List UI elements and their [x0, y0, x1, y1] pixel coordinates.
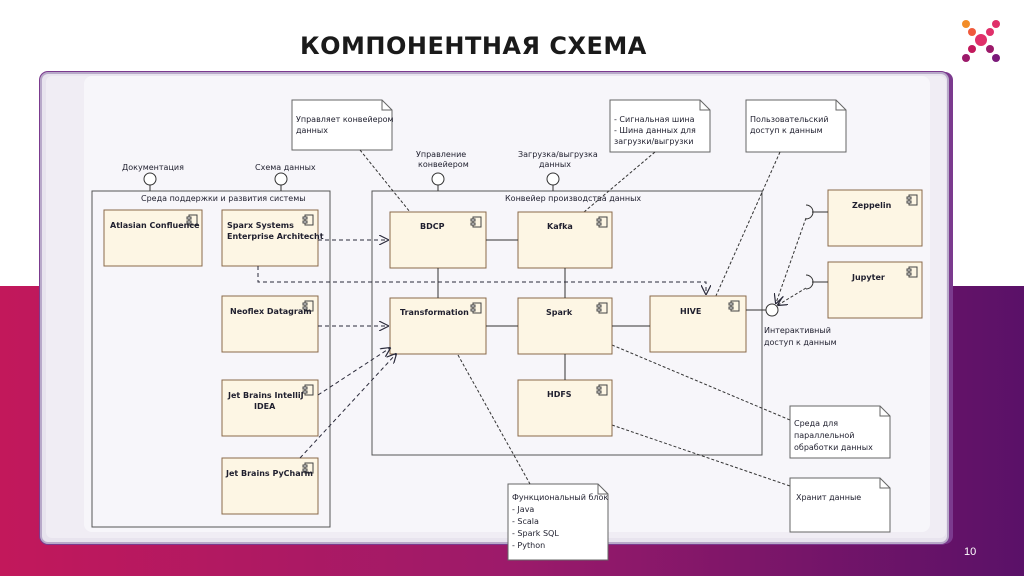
page-number: 10 — [964, 546, 977, 558]
component-zeppelin-label: Zeppelin — [852, 201, 892, 210]
interface-load-label-2: данных — [539, 160, 571, 169]
component-intellij: Jet Brains IntelliJ IDEA — [221, 379, 319, 437]
interface-interactive-label-2: доступ к данным — [764, 338, 837, 347]
note-parallel: Среда для параллельной обработки данных — [789, 405, 891, 459]
component-kafka: Kafka — [517, 211, 613, 269]
component-spark-label: Spark — [546, 308, 573, 317]
brand-logo-icon — [962, 20, 1000, 62]
package-support-label: Среда поддержки и развития системы — [141, 194, 306, 203]
note-bus: - Сигнальная шина - Шина данных для загр… — [609, 99, 711, 153]
note-stores: Хранит данные — [789, 477, 891, 533]
component-sparx-label-1: Sparx Systems — [227, 221, 294, 230]
component-hive: HIVE — [649, 295, 747, 353]
component-jupyter-label: Jupyter — [851, 273, 885, 282]
component-sparx: Sparx Systems Enterprise Architecht — [221, 209, 324, 267]
package-support: Среда поддержки и развития системы — [91, 190, 331, 528]
note-functional-text-1: Функциональный блок — [512, 493, 608, 502]
interface-docs-label: Документация — [122, 163, 184, 172]
component-transformation-label: Transformation — [400, 308, 469, 317]
note-functional: Функциональный блок - Java - Scala - Spa… — [507, 483, 609, 561]
interface-interactive-label-1: Интерактивный — [764, 326, 831, 335]
interface-schema: Схема данных — [255, 163, 316, 191]
component-kafka-label: Kafka — [547, 222, 573, 231]
note-user-access: Пользовательский доступ к данным — [745, 99, 847, 153]
package-pipeline-label: Конвейер производства данных — [505, 194, 641, 203]
note-connectors — [359, 149, 791, 487]
component-neoflex-label: Neoflex Datagram — [230, 307, 312, 316]
component-hdfs-label: HDFS — [547, 390, 572, 399]
note-functional-text-2: - Java — [512, 505, 534, 514]
interactive-dependencies — [776, 217, 807, 305]
component-confluence: Atlasian Confluence — [103, 209, 203, 267]
component-intellij-label-1: Jet Brains IntelliJ — [227, 391, 304, 400]
interface-pipeline-mgmt-label-2: конвейером — [418, 160, 469, 169]
component-neoflex: Neoflex Datagram — [221, 295, 319, 353]
note-bus-text-3: загрузки/выгрузки — [614, 137, 693, 146]
note-parallel-text-1: Среда для — [794, 419, 838, 428]
component-hdfs: HDFS — [517, 379, 613, 437]
note-parallel-text-2: параллельной — [794, 431, 854, 440]
note-pipeline: Управляет конвейером данных — [291, 99, 394, 151]
interface-docs: Документация — [122, 163, 184, 191]
required-sockets — [805, 204, 828, 290]
note-user-access-text-2: доступ к данным — [750, 126, 823, 135]
interface-pipeline-mgmt-label-1: Управление — [416, 150, 466, 159]
interface-load: Загрузка/выгрузка данных — [518, 150, 598, 191]
support-dependencies — [257, 240, 706, 459]
note-bus-text-1: - Сигнальная шина — [614, 115, 695, 124]
note-functional-text-4: - Spark SQL — [512, 529, 559, 538]
component-pycharm-label: Jet Brains PyCharm — [225, 469, 313, 478]
page-title: КОМПОНЕНТНАЯ СХЕМА — [300, 32, 647, 60]
component-jupyter: Jupyter — [827, 261, 923, 319]
interface-pipeline-mgmt: Управление конвейером — [416, 150, 469, 191]
interface-schema-label: Схема данных — [255, 163, 316, 172]
note-user-access-text-1: Пользовательский — [750, 115, 829, 124]
package-pipeline: Конвейер производства данных — [371, 190, 763, 456]
component-transformation: Transformation — [389, 297, 487, 355]
component-bdcp-label: BDCP — [420, 222, 445, 231]
note-bus-text-2: - Шина данных для — [614, 126, 696, 135]
note-pipeline-text-2: данных — [296, 126, 328, 135]
note-stores-text: Хранит данные — [796, 493, 861, 502]
note-parallel-text-3: обработки данных — [794, 443, 873, 452]
pipeline-associations — [437, 239, 766, 380]
component-pycharm: Jet Brains PyCharm — [221, 457, 319, 515]
component-intellij-label-2: IDEA — [254, 402, 276, 411]
component-zeppelin: Zeppelin — [827, 189, 923, 247]
component-sparx-label-2: Enterprise Architecht — [227, 232, 324, 241]
note-functional-text-3: - Scala — [512, 517, 539, 526]
note-pipeline-text-1: Управляет конвейером — [296, 115, 394, 124]
component-hive-label: HIVE — [680, 307, 701, 316]
interface-interactive: Интерактивный доступ к данным — [764, 303, 837, 347]
interface-load-label-1: Загрузка/выгрузка — [518, 150, 598, 159]
component-bdcp: BDCP — [389, 211, 487, 269]
component-confluence-label: Atlasian Confluence — [110, 221, 200, 230]
component-spark: Spark — [517, 297, 613, 355]
note-functional-text-5: - Python — [512, 541, 545, 550]
